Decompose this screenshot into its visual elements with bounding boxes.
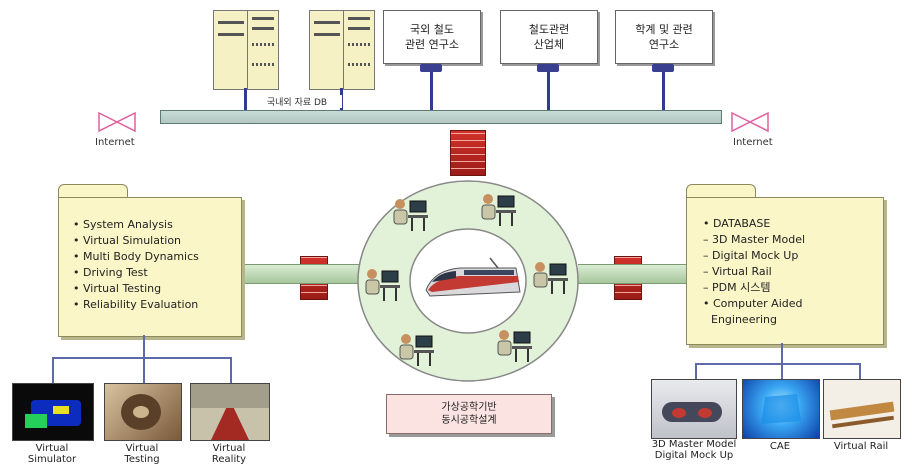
list-item: • Reliability Evaluation: [73, 297, 241, 313]
list-item: – 3D Master Model: [703, 232, 883, 248]
left-feature-list: • System Analysis • Virtual Simulation •…: [73, 217, 241, 313]
org-connector-1: [420, 64, 442, 72]
thumb-caption: Virtual Simulator: [12, 443, 92, 465]
database-server-1: [213, 10, 249, 90]
workstation-icon: [478, 190, 518, 228]
3d-master-model-image: [651, 379, 737, 439]
list-item: – Virtual Rail: [703, 264, 883, 280]
database-server-4: [343, 10, 375, 90]
org-connector-3: [652, 64, 674, 72]
database-server-3: [309, 10, 345, 90]
org-box-academia: 학계 및 관련 연구소: [615, 10, 713, 64]
left-tree-drop: [143, 357, 145, 383]
caption-line: Virtual Simulator: [12, 443, 92, 465]
thumb-caption: CAE: [742, 441, 818, 452]
caption-line: CAE: [742, 441, 818, 452]
internet-right-label: Internet: [733, 137, 773, 148]
virtual-reality-image: [190, 383, 270, 441]
network-bus: [160, 110, 722, 124]
org-box-foreign-institutes: 국외 철도 관련 연구소: [383, 10, 481, 64]
list-item: • Virtual Simulation: [73, 233, 241, 249]
firewall-top: [450, 130, 486, 176]
list-item: • Driving Test: [73, 265, 241, 281]
org-connector-2: [537, 64, 559, 72]
left-tree-bar: [52, 357, 232, 359]
list-item: • Computer Aided: [703, 296, 883, 312]
org-link-3: [662, 72, 665, 110]
list-item: • Multi Body Dynamics: [73, 249, 241, 265]
cae-image: [742, 379, 820, 439]
workstation-icon: [530, 258, 570, 296]
list-item: – PDM 시스템: [703, 280, 883, 296]
concurrent-engineering-label: 가상공학기반 동시공학설계: [386, 394, 552, 434]
list-item: • DATABASE: [703, 216, 883, 232]
thumb-caption: Virtual Reality: [190, 443, 268, 465]
workstation-icon: [362, 265, 402, 303]
database-server-2: [247, 10, 279, 90]
right-tree-stem: [781, 343, 783, 363]
right-tree-drop: [781, 363, 783, 379]
thumb-caption: Virtual Testing: [104, 443, 180, 465]
org-link-2: [547, 72, 550, 110]
list-item: Engineering: [703, 312, 883, 328]
virtual-rail-image: [823, 379, 901, 439]
right-tree-drop: [695, 363, 697, 379]
list-item: – Digital Mock Up: [703, 248, 883, 264]
internet-right-icon: [730, 111, 770, 133]
list-item: • Virtual Testing: [73, 281, 241, 297]
workstation-icon: [390, 195, 430, 233]
workstation-icon: [494, 326, 534, 364]
workstation-icon: [396, 330, 436, 368]
left-tree-drop: [230, 357, 232, 383]
left-tree-stem: [143, 335, 145, 357]
org-box-railway-industry: 철도관련 산업체: [500, 10, 598, 64]
server-link-1: [244, 88, 247, 110]
right-feature-folder: • DATABASE – 3D Master Model – Digital M…: [686, 197, 884, 345]
pipe-right: [578, 264, 688, 284]
caption-line: Virtual Rail: [823, 441, 899, 452]
thumb-caption: 3D Master Model Digital Mock Up: [635, 439, 753, 461]
right-tree-bar: [695, 363, 861, 365]
caption-line: 3D Master Model Digital Mock Up: [635, 439, 753, 461]
train-icon: [420, 256, 524, 306]
org-link-1: [430, 72, 433, 110]
list-item: • System Analysis: [73, 217, 241, 233]
virtual-simulator-image: [12, 383, 94, 441]
left-tree-drop: [52, 357, 54, 383]
virtual-testing-image: [104, 383, 182, 441]
pipe-left: [244, 264, 360, 284]
caption-line: Virtual Testing: [104, 443, 180, 465]
internet-left-label: Internet: [95, 137, 135, 148]
left-feature-folder: • System Analysis • Virtual Simulation •…: [58, 197, 242, 337]
internet-left-icon: [97, 111, 137, 133]
server-caption: 국내외 자료 DB: [252, 95, 342, 108]
caption-line: Virtual Reality: [190, 443, 268, 465]
right-tree-drop: [859, 363, 861, 379]
thumb-caption: Virtual Rail: [823, 441, 899, 452]
right-feature-list: • DATABASE – 3D Master Model – Digital M…: [703, 216, 883, 328]
